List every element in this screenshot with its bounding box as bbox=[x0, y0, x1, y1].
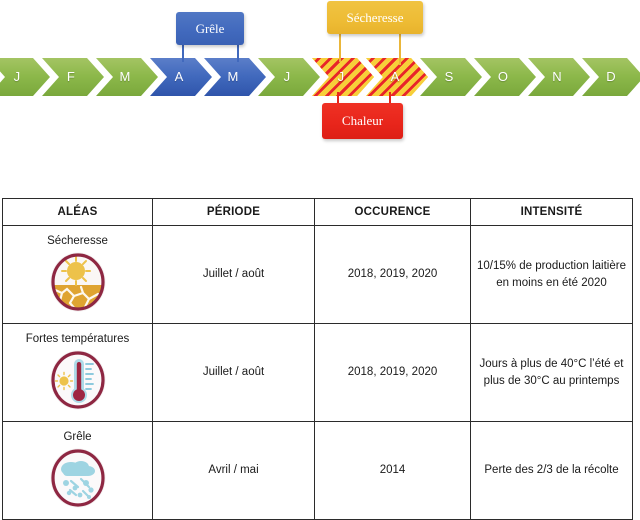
callout-drought[interactable]: Sécheresse bbox=[327, 1, 423, 34]
cell-occurrence: 2018, 2019, 2020 bbox=[314, 225, 471, 324]
cell-occurrence: 2018, 2019, 2020 bbox=[314, 323, 471, 422]
intensity-value: Perte des 2/3 de la récolte bbox=[484, 464, 619, 477]
cell-occurrence: 2014 bbox=[314, 421, 471, 520]
table-header-row: ALÉAS PÉRIODE OCCURENCE INTENSITÉ bbox=[2, 198, 633, 226]
table-row: Grêle bbox=[2, 421, 633, 520]
cell-hazard-drought: Sécheresse bbox=[2, 225, 153, 324]
leader-line-drought-july bbox=[339, 34, 341, 62]
hazard-label: Sécheresse bbox=[47, 234, 108, 247]
callout-hail-label: Grêle bbox=[195, 21, 225, 36]
month-chevron-march[interactable]: M bbox=[96, 58, 158, 96]
leader-line-heat-july bbox=[337, 92, 339, 106]
month-label: N bbox=[552, 69, 562, 84]
month-label: J bbox=[337, 69, 345, 84]
cell-period: Juillet / août bbox=[152, 323, 315, 422]
occurrence-value: 2018, 2019, 2020 bbox=[347, 366, 438, 379]
month-chevron-september[interactable]: S bbox=[420, 58, 482, 96]
month-label: M bbox=[227, 69, 239, 84]
period-value: Juillet / août bbox=[202, 268, 265, 281]
month-label: J bbox=[283, 69, 291, 84]
month-chevron-may[interactable]: M bbox=[204, 58, 266, 96]
month-chevron-strip: J F M A M J J A S O N D bbox=[0, 58, 640, 96]
month-chevron-february[interactable]: F bbox=[42, 58, 104, 96]
cell-period: Juillet / août bbox=[152, 225, 315, 324]
month-label: A bbox=[174, 69, 184, 84]
hazard-label: Grêle bbox=[63, 430, 92, 443]
month-chevron-november[interactable]: N bbox=[528, 58, 590, 96]
month-label: S bbox=[444, 69, 454, 84]
cell-intensity: 10/15% de production laitière en moins e… bbox=[470, 225, 633, 324]
table-row: Fortes températures bbox=[2, 323, 633, 422]
callout-drought-label: Sécheresse bbox=[346, 10, 404, 25]
cell-intensity: Perte des 2/3 de la récolte bbox=[470, 421, 633, 520]
period-value: Juillet / août bbox=[202, 366, 265, 379]
column-header-period: PÉRIODE bbox=[152, 198, 315, 226]
callout-heat-label: Chaleur bbox=[341, 113, 384, 128]
occurrence-value: 2018, 2019, 2020 bbox=[347, 268, 438, 281]
month-label: M bbox=[119, 69, 131, 84]
hail-icon bbox=[50, 448, 105, 507]
month-chevron-january[interactable]: J bbox=[0, 58, 50, 96]
leader-line-drought-august bbox=[399, 34, 401, 65]
intensity-value: Jours à plus de 40°C l’été et plus de 30… bbox=[479, 358, 624, 387]
month-chevron-april[interactable]: A bbox=[150, 58, 212, 96]
hazard-timeline: J F M A M J J A S O N D Grêle Sécheresse… bbox=[0, 0, 640, 190]
month-chevron-july[interactable]: J bbox=[312, 58, 374, 96]
month-label: J bbox=[13, 69, 21, 84]
month-label: O bbox=[497, 69, 509, 84]
occurrence-value: 2014 bbox=[379, 464, 406, 477]
thermometer-icon bbox=[50, 350, 105, 409]
leader-line-hail-may bbox=[237, 45, 239, 62]
month-label: A bbox=[390, 69, 400, 84]
leader-line-hail-april bbox=[182, 45, 184, 62]
month-label: D bbox=[606, 69, 616, 84]
month-chevron-august[interactable]: A bbox=[366, 58, 428, 96]
cell-period: Avril / mai bbox=[152, 421, 315, 520]
callout-hail[interactable]: Grêle bbox=[176, 12, 244, 45]
month-label: F bbox=[66, 69, 76, 84]
column-header-hazard: ALÉAS bbox=[2, 198, 153, 226]
table-row: Sécheresse bbox=[2, 225, 633, 324]
callout-heat[interactable]: Chaleur bbox=[322, 103, 403, 139]
column-header-occurrence: OCCURENCE bbox=[314, 198, 471, 226]
cell-intensity: Jours à plus de 40°C l’été et plus de 30… bbox=[470, 323, 633, 422]
hazard-summary-table: ALÉAS PÉRIODE OCCURENCE INTENSITÉ Sécher… bbox=[2, 198, 633, 520]
hazard-label: Fortes températures bbox=[25, 332, 130, 345]
period-value: Avril / mai bbox=[208, 464, 259, 477]
month-chevron-december[interactable]: D bbox=[582, 58, 640, 96]
month-chevron-june[interactable]: J bbox=[258, 58, 320, 96]
month-chevron-october[interactable]: O bbox=[474, 58, 536, 96]
column-header-intensity: INTENSITÉ bbox=[470, 198, 633, 226]
cell-hazard-hail: Grêle bbox=[2, 421, 153, 520]
cell-hazard-high-temperatures: Fortes températures bbox=[2, 323, 153, 422]
intensity-value: 10/15% de production laitière en moins e… bbox=[477, 260, 626, 289]
drought-icon bbox=[50, 252, 105, 311]
